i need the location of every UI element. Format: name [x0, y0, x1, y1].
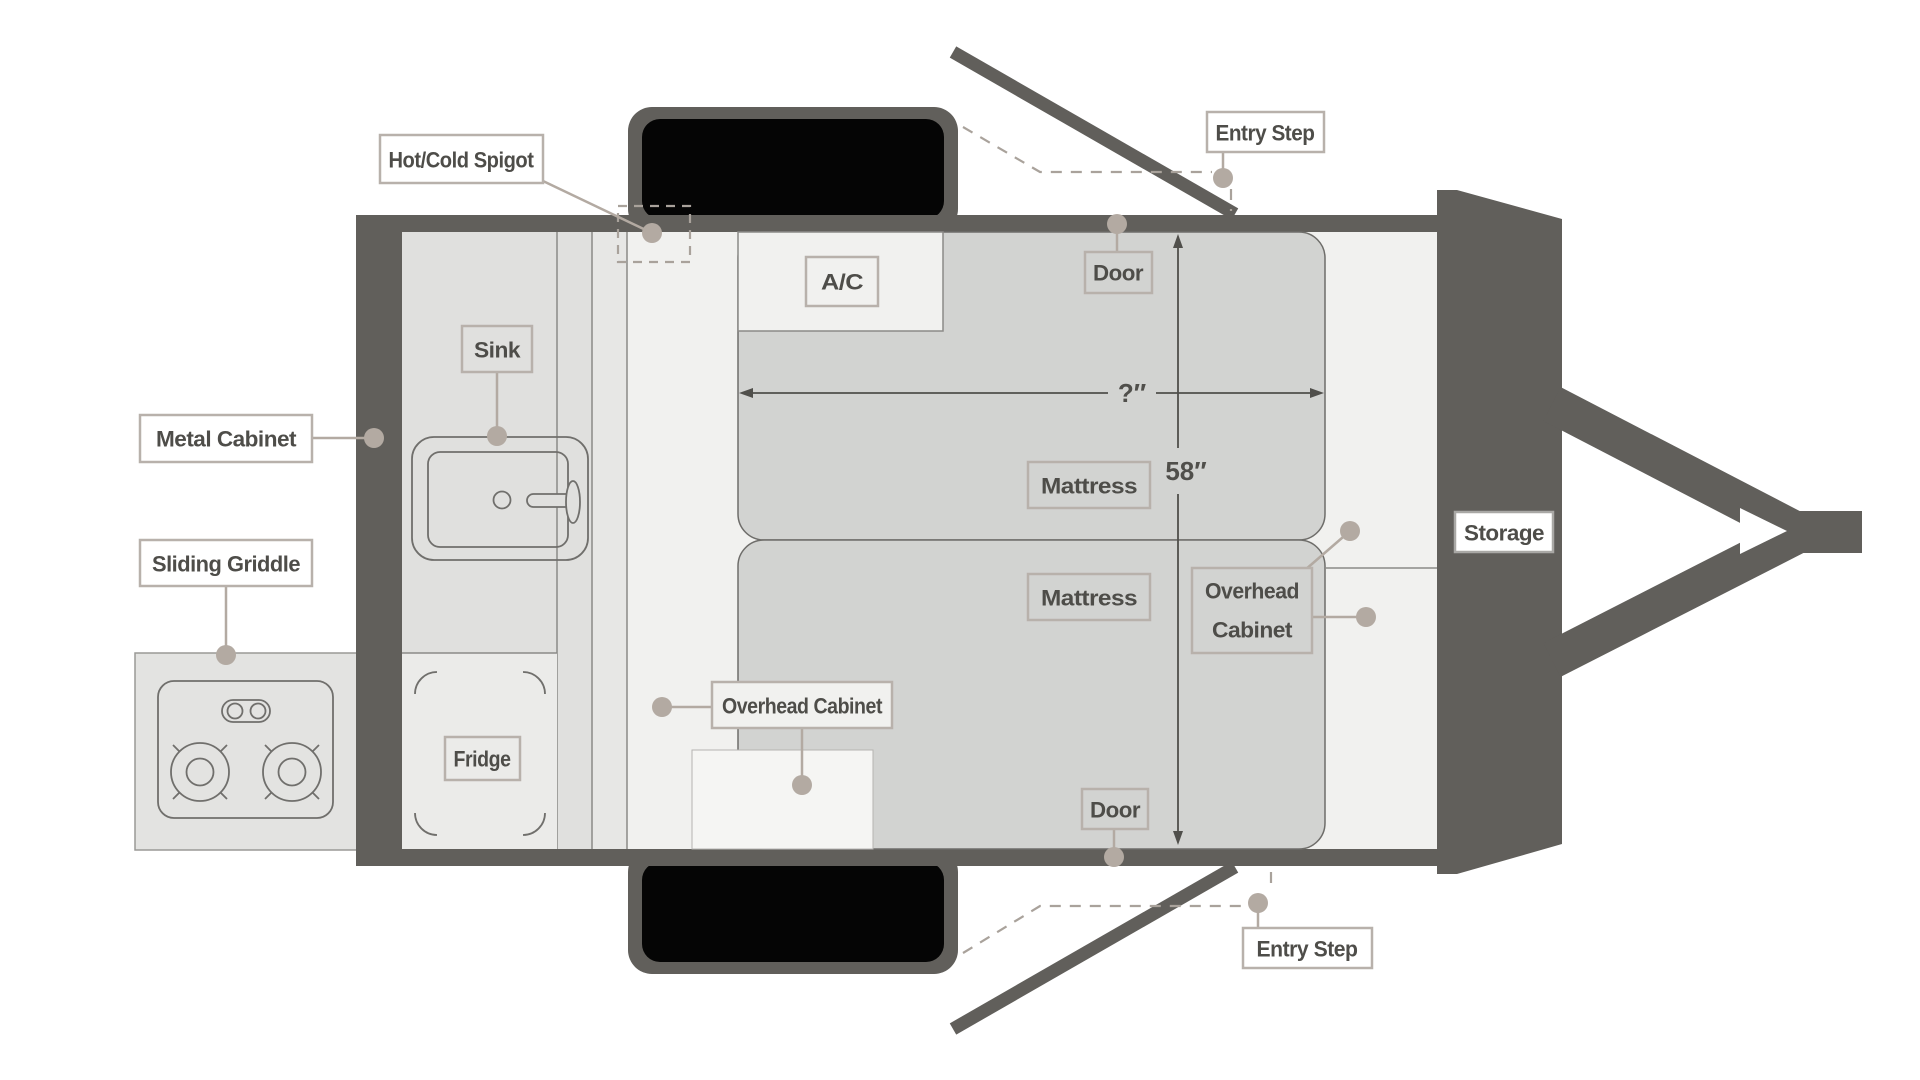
label-door-top: Door: [1083, 250, 1154, 295]
hitch-coupler: [1787, 511, 1862, 553]
dimension-mattress-length: ?″: [739, 378, 1324, 408]
griddle-knob-plate: [221, 699, 271, 723]
mattress-length-value: ?″: [1118, 378, 1146, 408]
label-door-bottom: Door: [1080, 787, 1150, 831]
callout-dot-ohc-center-left: [652, 697, 672, 717]
entry-door-bottom-open: [949, 861, 1239, 1035]
callout-dot-ohc-center-down: [792, 775, 812, 795]
label-entry-step-top-text: Entry Step: [1216, 121, 1315, 146]
entry-door-top-open: [949, 46, 1239, 220]
label-overhead-cabinet-center: Overhead Cabinet: [710, 680, 894, 730]
label-entry-step-bottom-text: Entry Step: [1257, 937, 1358, 962]
wall-left: [356, 215, 402, 866]
label-sliding-griddle: Sliding Griddle: [138, 538, 314, 588]
spigot-dashed-outline: [616, 204, 692, 264]
label-storage-text: Storage: [1464, 521, 1544, 546]
label-fridge-text: Fridge: [454, 747, 511, 772]
label-mattress-top-text: Mattress: [1041, 474, 1137, 499]
label-door-bottom-text: Door: [1090, 798, 1141, 823]
label-overhead-cabinet-right-line2: Cabinet: [1212, 618, 1293, 643]
griddle-panel: [157, 680, 334, 819]
griddle-knob-right: [249, 702, 267, 720]
callout-dot-ohc-right-up: [1340, 521, 1360, 541]
label-storage: Storage: [1453, 510, 1555, 554]
label-fridge: Fridge: [443, 735, 522, 782]
label-mattress-top: Mattress: [1026, 460, 1152, 510]
label-entry-step-top: Entry Step: [1205, 110, 1326, 154]
label-sink-text: Sink: [474, 338, 521, 363]
label-overhead-cabinet-right: Overhead Cabinet: [1190, 566, 1314, 655]
label-sink: Sink: [460, 324, 534, 374]
griddle-knob-left: [226, 702, 244, 720]
dimension-interior-width: 58″: [1165, 234, 1207, 845]
overhead-cabinet-box: [691, 749, 874, 850]
wall-top: [356, 215, 1460, 232]
door-swing-dashed-top: [962, 126, 1212, 174]
sliding-griddle-unit: [134, 652, 358, 851]
interior-width-value: 58″: [1165, 456, 1206, 486]
label-entry-step-bottom: Entry Step: [1241, 926, 1374, 970]
label-mattress-bottom-text: Mattress: [1041, 586, 1137, 611]
callout-dot-metal-cabinet: [364, 428, 384, 448]
label-door-top-text: Door: [1093, 261, 1144, 286]
callout-dot-spigot: [642, 223, 662, 243]
burner-right: [262, 742, 322, 802]
counter-edge-strip: [592, 232, 627, 849]
callout-dot-ohc-right: [1356, 607, 1376, 627]
tire-top: [642, 119, 944, 219]
label-hot-cold-spigot: Hot/Cold Spigot: [378, 133, 545, 185]
label-hot-cold-spigot-text: Hot/Cold Spigot: [389, 148, 535, 173]
callout-dot-entry-bottom: [1248, 893, 1268, 913]
tongue-gap: [1740, 508, 1787, 554]
label-overhead-cabinet-right-line1: Overhead: [1205, 579, 1299, 604]
sink-drain: [492, 490, 512, 510]
burner-left: [170, 742, 230, 802]
callout-line-spigot: [542, 179, 653, 235]
label-ac: A/C: [804, 255, 880, 308]
label-mattress-bottom: Mattress: [1026, 572, 1152, 622]
aisle: [627, 232, 738, 849]
tire-bottom: [642, 862, 944, 962]
faucet-handle: [565, 480, 581, 524]
callout-dot-door-top: [1107, 214, 1127, 234]
label-ac-text: A/C: [821, 270, 864, 295]
callout-dot-door-bottom: [1104, 847, 1124, 867]
label-overhead-cabinet-center-text: Overhead Cabinet: [722, 694, 883, 719]
label-metal-cabinet-text: Metal Cabinet: [156, 427, 297, 452]
callout-dot-griddle: [216, 645, 236, 665]
callout-dot-sink: [487, 426, 507, 446]
fridge-footprint-corners: [414, 671, 546, 836]
sink-unit: [411, 436, 589, 561]
door-swing-dashed-bottom: [962, 904, 1246, 954]
callout-dot-entry-top: [1213, 168, 1233, 188]
wall-bottom: [356, 849, 1460, 866]
tongue-a-frame: [1543, 387, 1862, 677]
front-shelf-area: [1325, 232, 1437, 849]
label-metal-cabinet: Metal Cabinet: [138, 413, 314, 464]
label-sliding-griddle-text: Sliding Griddle: [152, 552, 300, 577]
